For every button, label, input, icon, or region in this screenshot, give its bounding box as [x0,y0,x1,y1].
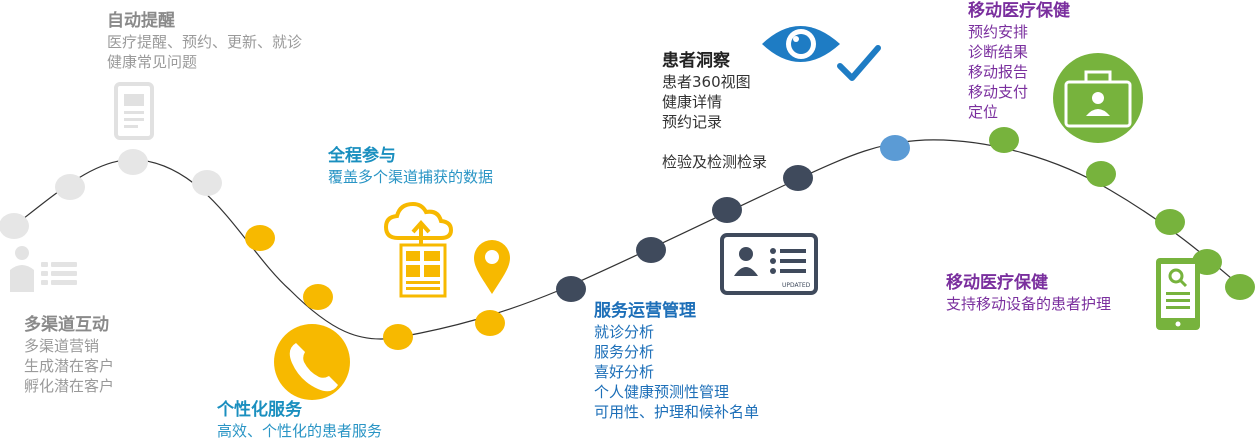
auto-reminder-line: 医疗提醒、预约、更新、就诊 [107,33,303,51]
patient-insight-title: 患者洞察 [662,51,730,71]
id-card-icon: UPDATED [720,233,818,295]
person-list-icon [10,246,77,292]
patient-insight-extra-block: 检验及检测检录 [662,152,767,172]
journey-node-navy [712,197,742,223]
patient-insight-line: 预约记录 [662,113,723,131]
patient-insight-line: 患者360视图 [662,73,751,91]
service-ops-line: 个人健康预测性管理 [594,383,730,401]
tablet-search-icon [1156,258,1200,330]
cloud-upload-icon [383,201,454,298]
journey-node-navy [636,237,666,263]
journey-node-yellow [383,324,413,350]
id-card-label: UPDATED [782,282,811,289]
patient-insight-line: 健康详情 [662,93,723,111]
mobile-care-bottom-line: 支持移动设备的患者护理 [946,295,1112,313]
mobile-care-top-block: 移动医疗保健 预约安排 诊断结果 移动报告 移动支付 定位 [968,0,1070,122]
journey-node-green [1086,161,1116,187]
journey-node-green [1225,274,1255,300]
mobile-care-bottom-title: 移动医疗保健 [946,273,1048,293]
omnichannel-title: 多渠道互动 [24,315,109,335]
tablet-document-icon [114,82,154,140]
omnichannel-line: 生成潜在客户 [24,357,115,375]
auto-reminder-line: 健康常见问题 [107,53,198,71]
journey-node-gray [0,213,29,239]
journey-node-gray [118,149,148,175]
service-ops-title: 服务运营管理 [594,301,696,321]
journey-node-navy [556,276,586,302]
mobile-care-top-title: 移动医疗保健 [968,1,1070,21]
personalized-title: 个性化服务 [217,400,302,420]
omnichannel-line: 多渠道营销 [24,337,100,355]
journey-node-navy [783,165,813,191]
journey-node-yellow [245,225,275,251]
patient-insight-block: 患者洞察 患者360视图 健康详情 预约记录 [662,50,751,132]
journey-node-yellow [303,284,333,310]
journey-node-gray [55,174,85,200]
omnichannel-line: 孵化潜在客户 [24,377,115,395]
journey-node-green [1155,209,1185,235]
service-ops-line: 可用性、护理和候补名单 [594,403,760,421]
eye-check-icon [762,26,881,81]
phone-icon [274,324,350,400]
full-engagement-line: 覆盖多个渠道捕获的数据 [328,168,494,186]
journey-node-green [989,127,1019,153]
mobile-care-top-line: 预约安排 [968,23,1029,41]
journey-node-yellow [475,310,505,336]
patient-insight-extra: 检验及检测检录 [662,153,768,171]
mobile-care-top-line: 移动支付 [968,83,1029,101]
service-ops-line: 喜好分析 [594,363,655,381]
mobile-care-bottom-block: 移动医疗保健 支持移动设备的患者护理 [946,272,1111,314]
mobile-care-top-line: 诊断结果 [968,43,1029,61]
service-ops-block: 服务运营管理 就诊分析 服务分析 喜好分析 个人健康预测性管理 可用性、护理和候… [594,300,759,422]
personalized-line: 高效、个性化的患者服务 [217,422,383,440]
mobile-care-top-line: 定位 [968,103,999,121]
journey-node-light_blue [880,135,910,161]
journey-node-gray [192,170,222,196]
auto-reminder-title: 自动提醒 [107,11,175,31]
mobile-care-top-line: 移动报告 [968,63,1029,81]
service-ops-line: 服务分析 [594,343,655,361]
location-pin-icon [474,240,510,294]
omnichannel-block: 多渠道互动 多渠道营销 生成潜在客户 孵化潜在客户 [24,314,114,396]
full-engagement-block: 全程参与 覆盖多个渠道捕获的数据 [328,145,493,187]
full-engagement-title: 全程参与 [328,146,396,166]
auto-reminder-block: 自动提醒 医疗提醒、预约、更新、就诊 健康常见问题 [107,10,302,72]
medical-briefcase-icon [1053,53,1143,143]
service-ops-line: 就诊分析 [594,323,655,341]
personalized-block: 个性化服务 高效、个性化的患者服务 [217,399,382,441]
